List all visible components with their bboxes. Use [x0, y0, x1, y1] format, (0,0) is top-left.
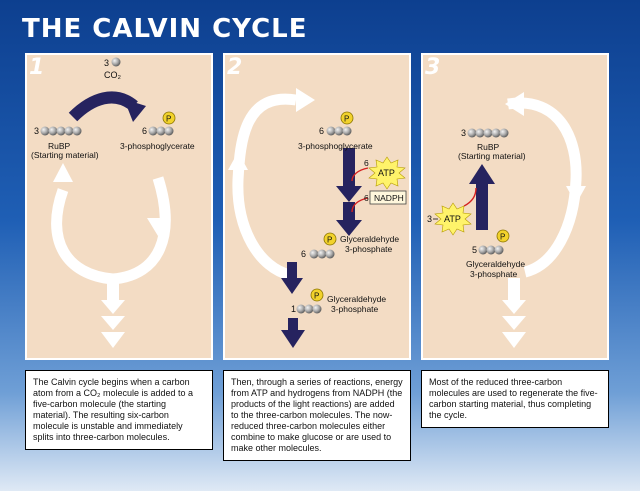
g3p-count-3: 5	[472, 245, 477, 255]
panel-3-number: 3	[425, 55, 441, 80]
cycle-arrowhead-top-3	[505, 92, 524, 116]
pga-count-1: 6	[142, 126, 147, 136]
svg-text:P: P	[166, 115, 171, 124]
g3p-out-chain-2	[296, 304, 322, 314]
output-arrow-3c	[502, 332, 526, 348]
cycle-loop-arrow-1	[51, 176, 171, 285]
pga-chain-1	[148, 126, 174, 136]
pga-chain-2	[326, 126, 352, 136]
atp-input-arrow	[351, 167, 369, 182]
co2-label: CO₂	[104, 70, 122, 80]
cycle-arrowhead-top-2	[296, 88, 315, 112]
out-label-2a: Glyceraldehyde	[327, 294, 386, 304]
rubp-sub-1: (Starting material)	[31, 150, 99, 160]
rubp-chain-1	[40, 126, 82, 136]
atp-label-2: ATP	[378, 168, 395, 178]
g3p-count-2: 6	[301, 249, 306, 259]
cycle-arrowhead-side-2	[228, 152, 248, 170]
output-arrow-1c	[101, 332, 125, 348]
pga-label-2: 3-phosphoglycerate	[298, 141, 373, 151]
output-arrow-1b	[101, 316, 125, 330]
co2-count: 3	[104, 58, 109, 68]
atp-label-3: ATP	[444, 214, 461, 224]
pga-label-1: 3-phosphoglycerate	[120, 141, 195, 151]
atp-count-2: 6	[364, 158, 369, 168]
svg-text:P: P	[327, 236, 332, 245]
rubp-chain-3	[467, 128, 509, 138]
phosphate-icon-2b	[323, 232, 337, 246]
out-label-2b: 3-phosphate	[331, 304, 379, 314]
regeneration-arrowhead	[469, 164, 495, 184]
rubp-label-1: RuBP	[48, 141, 71, 151]
figure-title: THE CALVIN CYCLE	[22, 14, 308, 44]
rubp-count-1: 3	[34, 126, 39, 136]
cycle-arrowhead-right-1	[147, 218, 169, 236]
atp-starburst-2	[368, 156, 406, 190]
caption-panel-2: Then, through a series of reactions, ene…	[223, 370, 411, 461]
out-count-2: 1	[291, 304, 296, 314]
svg-text:P: P	[344, 115, 349, 124]
svg-text:P: P	[314, 292, 319, 301]
phosphate-icon-1	[162, 111, 176, 125]
cycle-arrowhead-left-1	[53, 163, 73, 182]
nadph-label: NADPH	[374, 193, 404, 203]
g3p-label-2a: Glyceraldehyde	[340, 234, 399, 244]
atp-count-3: 3	[427, 214, 432, 224]
reduction-arrowhead-a	[336, 186, 362, 202]
output-arrowhead-2b	[281, 330, 305, 348]
phosphate-icon-3	[496, 229, 510, 243]
output-arrow-1a	[101, 300, 125, 314]
pga-count-2: 6	[319, 126, 324, 136]
cycle-loop-arrow-3	[507, 97, 582, 278]
cycle-loop-arrow-2	[232, 93, 297, 281]
phosphate-icon-2a	[340, 111, 354, 125]
g3p-chain-3	[478, 245, 504, 255]
atp-input-arrow-3	[463, 187, 477, 207]
rubp-sub-3: (Starting material)	[458, 151, 526, 161]
svg-text:P: P	[500, 233, 505, 242]
output-arrow-3b	[502, 316, 526, 330]
co2-arrowhead	[124, 99, 146, 122]
g3p-label-3a: Glyceraldehyde	[466, 259, 525, 269]
phosphate-icon-2c	[310, 288, 324, 302]
nadph-box	[369, 190, 407, 205]
reduction-arrowhead-b	[336, 220, 362, 236]
g3p-chain-2	[309, 249, 335, 259]
output-arrowhead-2a	[281, 278, 303, 294]
g3p-label-3b: 3-phosphate	[470, 269, 518, 279]
g3p-label-2b: 3-phosphate	[345, 244, 393, 254]
panel-2-number: 2	[227, 55, 243, 80]
nadph-input-arrow	[351, 197, 369, 213]
atp-starburst-3	[434, 202, 472, 236]
nadph-count: 6	[364, 193, 369, 203]
output-arrow-3a	[502, 300, 526, 314]
rubp-count-3: 3	[461, 128, 466, 138]
cycle-arrowhead-side-3	[566, 186, 586, 204]
caption-panel-1: The Calvin cycle begins when a carbon at…	[25, 370, 213, 450]
caption-panel-3: Most of the reduced three-carbon molecul…	[421, 370, 609, 428]
rubp-label-3: RuBP	[477, 142, 500, 152]
panel-1-number: 1	[29, 55, 45, 80]
